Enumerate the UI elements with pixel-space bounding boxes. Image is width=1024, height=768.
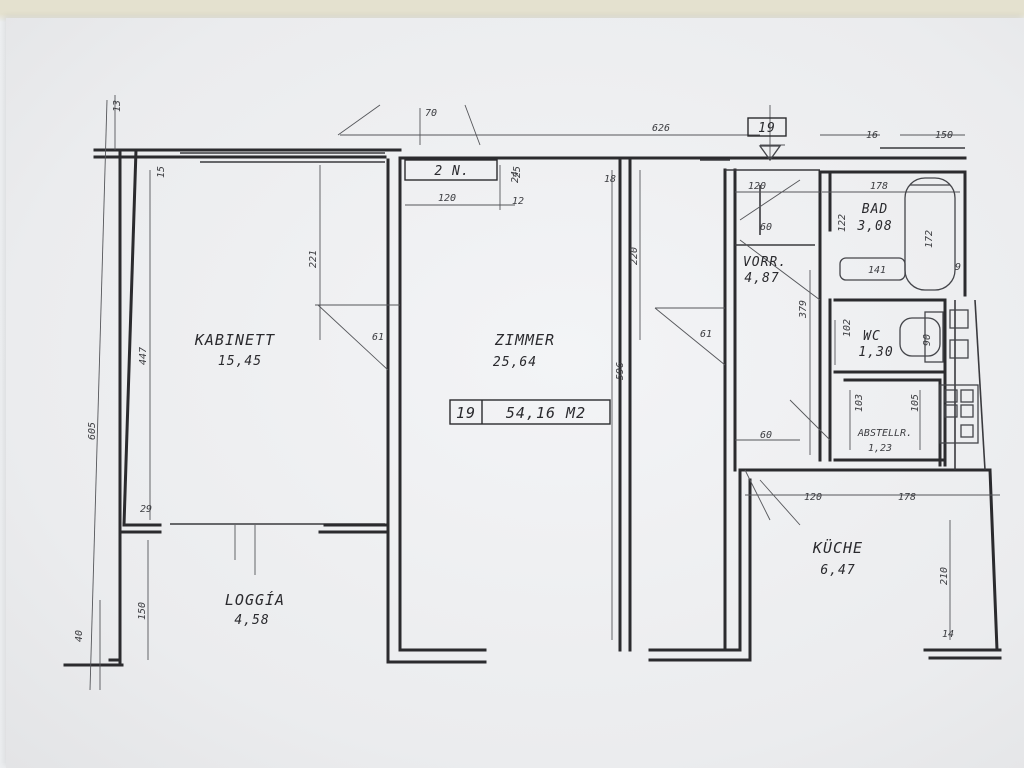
dim-door-d: 60 (760, 222, 772, 233)
basin-fixture (839, 257, 906, 281)
dim-vorr-depth: 379 (798, 300, 809, 319)
stove-fixture (939, 384, 979, 444)
niche-label: 2 N. (434, 164, 469, 179)
dim-wall-f: 29 (140, 504, 152, 515)
room-name-loggia: LOGGÍA (225, 590, 285, 609)
dim-bad-tub: 172 (924, 230, 935, 248)
niche-box (404, 159, 498, 181)
dim-bad-depth: 122 (837, 214, 848, 232)
dim-door-b: 61 (700, 329, 712, 340)
top-windows (180, 152, 730, 161)
dimension-lines (89, 95, 1000, 691)
dim-total-depth: 605 (87, 422, 98, 440)
room-name-bad: BAD (862, 202, 888, 217)
dim-zimmer-depth: 596 (615, 362, 626, 380)
room-area-kueche: 6,47 (820, 563, 855, 578)
room-name-kabinett: KABINETT (194, 331, 275, 349)
dim-door-c: 60 (760, 430, 772, 441)
dim-wall-g: 40 (74, 630, 85, 642)
toilet-fixture (899, 311, 944, 363)
dim-kueche-entry: 120 (804, 492, 822, 503)
dim-wall-c: 150 (935, 130, 953, 141)
room-name-kueche: KÜCHE (812, 538, 863, 557)
room-area-zimmer: 25,64 (493, 355, 537, 370)
chimney-shafts (949, 309, 969, 359)
paper-sheet (6, 18, 1024, 768)
dim-wc-width: 90 (922, 334, 933, 346)
room-area-abstellraum: 1,23 (868, 443, 892, 454)
total-area-value: 54,16 M2 (506, 404, 586, 422)
dim-wall-i: 13 (112, 100, 123, 112)
dim-abst-depth-b: 105 (910, 394, 921, 412)
room-area-vorraum: 4,87 (744, 271, 779, 286)
level-marker-label: 19 (758, 121, 776, 136)
dim-wc-depth: 102 (842, 319, 853, 337)
dim-vorr-width: 120 (748, 181, 766, 192)
dim-niche-width: 120 (438, 193, 456, 204)
dim-wall-e: 18 (604, 174, 616, 185)
dim-wall-a: 70 (425, 108, 437, 119)
room-area-loggia: 4,58 (234, 613, 269, 628)
dim-wall-d: 15 (156, 166, 167, 178)
dim-wall-k: 9 (955, 262, 961, 273)
dim-total-width: 626 (652, 123, 670, 134)
dim-kabinett-depth: 447 (138, 347, 149, 365)
room-area-kabinett: 15,45 (218, 354, 262, 369)
dim-zimmer-window: 220 (629, 247, 640, 265)
dim-loggia-depth: 150 (137, 602, 148, 620)
total-area-box (449, 399, 611, 425)
dim-wall-h: 14 (942, 629, 954, 640)
room-name-wc: WC (863, 329, 881, 344)
dim-kueche-width: 178 (898, 492, 916, 503)
dim-kabinett-window: 221 (308, 250, 319, 268)
dim-kueche-depth: 210 (939, 567, 950, 585)
dim-door-a: 61 (372, 332, 384, 343)
dim-wall-b: 16 (866, 130, 878, 141)
room-area-bad: 3,08 (856, 219, 892, 234)
dim-abst-depth: 103 (854, 394, 865, 412)
room-name-vorraum: VORR. (743, 255, 787, 270)
level-marker-box (747, 117, 787, 137)
dim-wall-j: 25 (512, 166, 523, 178)
bathtub-fixture (904, 177, 956, 291)
dim-bad-basin: 141 (868, 265, 886, 276)
dim-niche-side: 24 (510, 171, 521, 183)
room-area-wc: 1,30 (858, 345, 893, 360)
dim-bad-width: 178 (870, 181, 888, 192)
dim-niche-depth: 12 (512, 196, 524, 207)
room-name-abstellraum: ABSTELLR. (857, 428, 912, 439)
room-name-zimmer: ZIMMER (494, 331, 555, 349)
exterior-walls (63, 147, 1002, 667)
apartment-number: 19 (456, 404, 476, 422)
level-marker-triangle (758, 145, 782, 162)
